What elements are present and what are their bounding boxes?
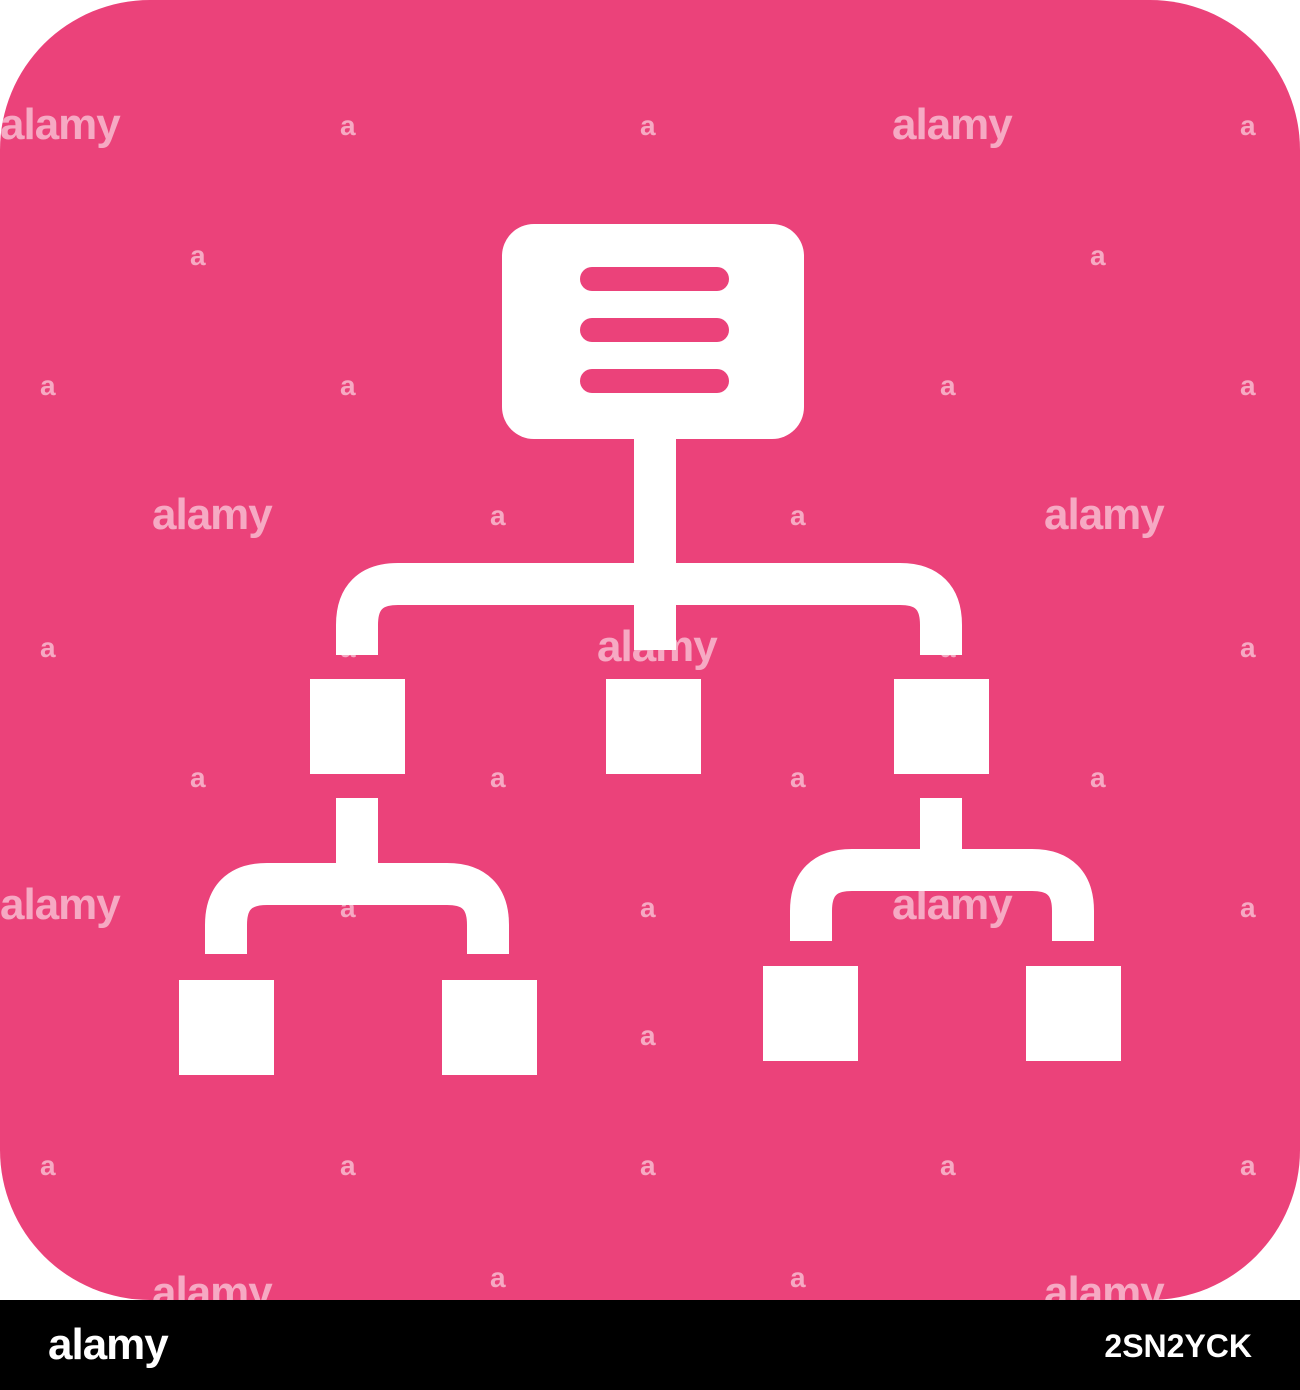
document-lines <box>580 267 729 393</box>
image-code: 2SN2YCK <box>1104 1328 1252 1364</box>
node-level2-left <box>310 679 405 774</box>
node-level2-right <box>894 679 989 774</box>
icon-tile: alamy alamy alamy alamy alamy alamy alam… <box>0 0 1300 1300</box>
node-level2-center <box>606 679 701 774</box>
right-sub-branch <box>790 849 1094 941</box>
left-sub-branch <box>205 863 509 954</box>
node-level3-right-b <box>1026 966 1121 1061</box>
node-level3-right-a <box>763 966 858 1061</box>
connector-lines <box>205 438 1094 954</box>
node-level3-left-a <box>179 980 274 1075</box>
footer-bar: alamy 2SN2YCK <box>0 1300 1300 1390</box>
alamy-logo: alamy <box>48 1320 169 1369</box>
node-level3-left-b <box>442 980 537 1075</box>
hierarchy-structure-icon <box>0 0 1300 1300</box>
